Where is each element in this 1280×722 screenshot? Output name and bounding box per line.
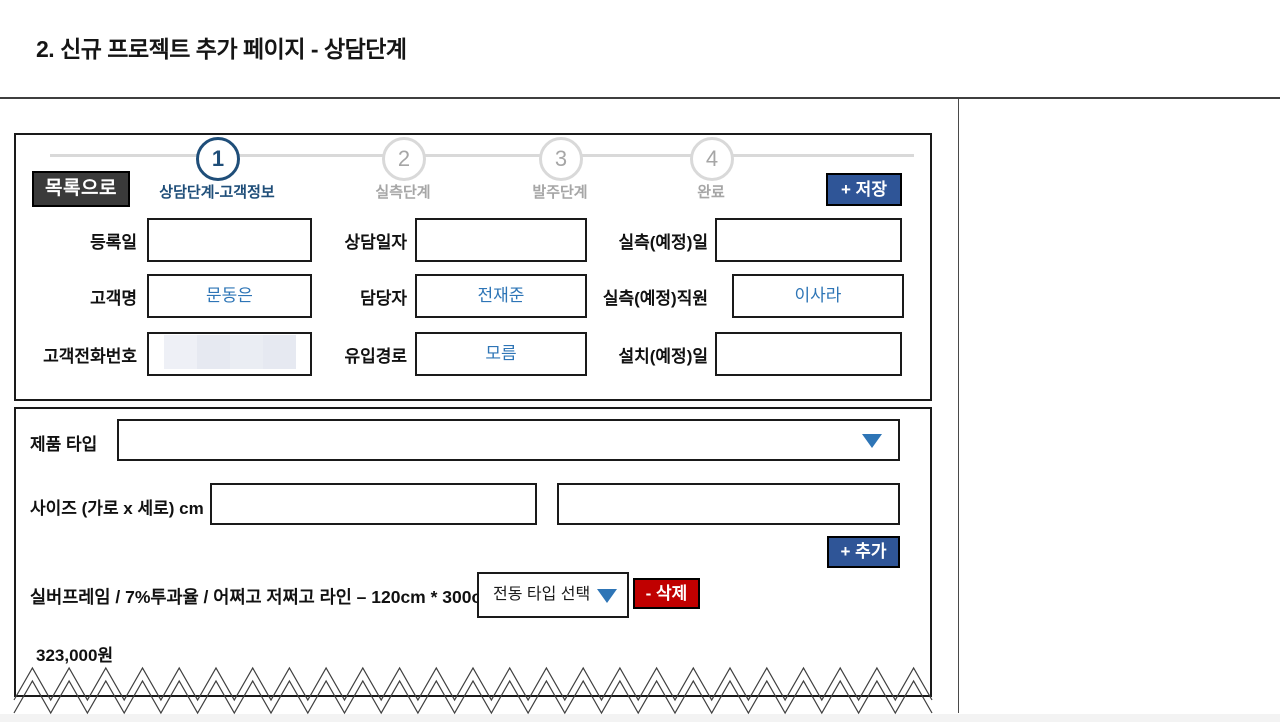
motor-type-select[interactable]: 전동 타입 선택: [477, 572, 629, 618]
field-label-reg-date: 등록일: [90, 233, 137, 252]
product-panel: 제품 타입 사이즈 (가로 x 세로) cm + 추가 실버프레임 / 7%투과…: [14, 407, 932, 697]
delete-item-button[interactable]: - 삭제: [633, 578, 700, 609]
torn-edge-zigzag: [13, 666, 933, 715]
motor-type-value: 전동 타입 선택: [493, 586, 591, 603]
title-divider-line: [0, 97, 1280, 99]
customer-info-panel: 1 2 3 4 상담단계-고객정보 실측단계 발주단계 완료 목록으로 + 저장…: [14, 133, 932, 401]
step-2-circle[interactable]: 2: [382, 137, 426, 181]
step-3-circle[interactable]: 3: [539, 137, 583, 181]
field-label-install-date: 설치(예정)일: [618, 347, 708, 366]
chevron-down-icon: [597, 589, 617, 603]
page-title: 2. 신규 프로젝트 추가 페이지 - 상담단계: [36, 36, 407, 62]
field-label-consult-date: 상담일자: [344, 233, 407, 252]
field-input-measure-date[interactable]: [715, 218, 902, 262]
page-vertical-divider: [958, 99, 959, 713]
add-item-button[interactable]: + 추가: [827, 536, 900, 568]
field-label-measure-staff: 실측(예정)직원: [602, 289, 708, 308]
step-2-label: 실측단계: [375, 184, 431, 201]
redacted-phone-value: [163, 334, 296, 374]
field-input-inflow-channel[interactable]: 모름: [415, 332, 587, 376]
chevron-down-icon: [862, 434, 882, 448]
size-label: 사이즈 (가로 x 세로) cm: [30, 499, 204, 518]
size-height-input[interactable]: [557, 483, 900, 525]
field-input-reg-date[interactable]: [147, 218, 312, 262]
back-to-list-button[interactable]: 목록으로: [32, 171, 130, 207]
field-label-inflow-channel: 유입경로: [344, 347, 407, 366]
field-input-consult-date[interactable]: [415, 218, 587, 262]
item-price: 323,000원: [36, 646, 114, 665]
item-description: 실버프레임 / 7%투과율 / 어쩌고 저쩌고 라인 – 120cm * 300…: [30, 587, 497, 607]
field-input-customer-name[interactable]: 문동은: [147, 274, 312, 318]
step-3-label: 발주단계: [532, 184, 588, 201]
step-1-circle[interactable]: 1: [196, 137, 240, 181]
field-label-measure-date: 실측(예정)일: [618, 233, 708, 252]
field-label-customer-phone: 고객전화번호: [43, 347, 137, 366]
field-input-measure-staff[interactable]: 이사라: [732, 274, 904, 318]
save-button[interactable]: + 저장: [826, 173, 902, 206]
size-width-input[interactable]: [210, 483, 537, 525]
stepper-track: [50, 154, 914, 157]
field-label-manager: 담당자: [360, 289, 407, 308]
field-input-customer-phone[interactable]: [147, 332, 312, 376]
field-label-customer-name: 고객명: [90, 289, 137, 308]
step-1-label: 상담단계-고객정보: [159, 184, 275, 201]
field-input-install-date[interactable]: [715, 332, 902, 376]
step-4-circle[interactable]: 4: [690, 137, 734, 181]
page-bottom-edge: [0, 714, 1280, 722]
step-4-label: 완료: [697, 184, 725, 201]
field-input-manager[interactable]: 전재준: [415, 274, 587, 318]
product-type-select[interactable]: [117, 419, 900, 461]
product-type-label: 제품 타입: [30, 435, 98, 454]
